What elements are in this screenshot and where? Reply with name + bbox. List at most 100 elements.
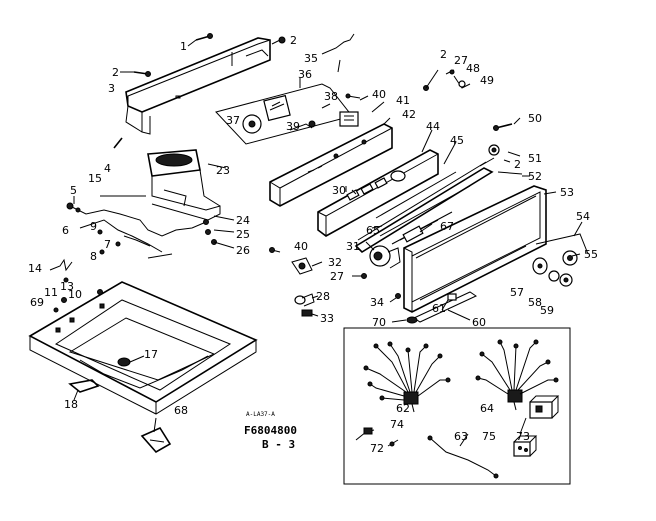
part-screw-34 (395, 293, 401, 299)
part-wire-harness-15 (66, 202, 217, 259)
part-hardware-48-49 (423, 69, 471, 91)
callout-49: 49 (480, 74, 494, 87)
callout-61: 61 (432, 302, 446, 315)
callout-55: 55 (584, 248, 598, 261)
callout-7: 7 (104, 238, 111, 251)
part-bracket-32 (269, 247, 367, 279)
callout-59: 59 (540, 304, 554, 317)
callout-31: 31 (346, 240, 360, 253)
callout-52: 52 (528, 170, 542, 183)
page-reference: B - 3 (262, 438, 295, 451)
callout-74: 74 (390, 418, 404, 431)
callout-44: 44 (426, 120, 440, 133)
part-dial-31 (369, 245, 401, 269)
part-wire-63 (429, 437, 497, 477)
callout-25: 25 (236, 228, 250, 241)
callout-38: 38 (324, 90, 338, 103)
callout-13: 13 (60, 280, 74, 293)
callout-75: 75 (482, 430, 496, 443)
part-console-top-cover (125, 37, 271, 135)
callout-36: 36 (298, 68, 312, 81)
callout-33: 33 (320, 312, 334, 325)
part-wire-35 (321, 33, 355, 55)
callout-17: 17 (144, 348, 158, 361)
callout-11: 11 (44, 286, 58, 299)
callout-9: 9 (90, 220, 97, 233)
part-harness-64 (475, 339, 559, 403)
callout-50: 50 (528, 112, 542, 125)
callout-4: 4 (104, 162, 111, 175)
part-timer-bracket (215, 83, 353, 145)
callout-54: 54 (576, 210, 590, 223)
callout-27: 27 (330, 270, 344, 283)
callout-14: 14 (28, 262, 42, 275)
part-rod-4 (113, 137, 123, 149)
callout-62: 62 (396, 402, 410, 415)
callout-39: 39 (286, 120, 300, 133)
part-trim-60 (412, 291, 478, 323)
part-fasteners-10-11-69 (53, 289, 103, 313)
callout-53: 53 (560, 186, 574, 199)
part-front-panel (403, 185, 547, 313)
callout-2: 2 (112, 66, 119, 79)
part-cap-70 (406, 316, 418, 324)
callout-40: 40 (372, 88, 386, 101)
callout-60: 60 (472, 316, 486, 329)
part-box-75 (513, 435, 538, 457)
callout-67: 67 (440, 220, 454, 233)
callout-18: 18 (64, 398, 78, 411)
callout-8: 8 (90, 250, 97, 263)
callout-68: 68 (174, 404, 188, 417)
callout-37: 37 (226, 114, 240, 127)
part-bracket-68 (140, 426, 172, 454)
part-harness-62 (363, 341, 451, 405)
part-receptacle-23 (147, 149, 221, 221)
part-inner-bracket (351, 171, 471, 245)
callout-2: 2 (440, 48, 447, 61)
callout-30: 30 (332, 184, 346, 197)
callout-27: 27 (454, 54, 468, 67)
callout-2: 2 (290, 34, 297, 47)
callout-6: 6 (62, 224, 69, 237)
callout-23: 23 (216, 164, 230, 177)
callout-10: 10 (68, 288, 82, 301)
callout-64: 64 (480, 402, 494, 415)
callout-24: 24 (236, 214, 250, 227)
part-box-73 (529, 395, 560, 419)
part-knob-28 (294, 293, 315, 317)
callout-73: 73 (516, 430, 530, 443)
harness-inset-box (343, 327, 571, 485)
callout-42: 42 (402, 108, 416, 121)
part-switch-41 (339, 93, 361, 127)
callout-labels: 1 2 2 3 35 36 37 38 39 40 41 42 2 27 48 … (28, 34, 598, 455)
callout-65: 65 (366, 224, 380, 237)
part-screws-top (120, 33, 286, 77)
callout-51: 51 (528, 152, 542, 165)
callout-15: 15 (88, 172, 102, 185)
small-reference-code: A-LA37-A (246, 411, 275, 418)
callout-70: 70 (372, 316, 386, 329)
part-clips-13-14 (49, 258, 73, 283)
callout-26: 26 (236, 244, 250, 257)
model-code: F6804800 (244, 424, 297, 437)
drawing-reference: A-LA37-A F6804800 B - 3 (244, 411, 297, 451)
callout-3: 3 (108, 82, 115, 95)
callout-58: 58 (528, 296, 542, 309)
callout-32: 32 (328, 256, 342, 269)
callout-2: 2 (514, 158, 521, 171)
callout-72: 72 (370, 442, 384, 455)
part-display-panel (317, 149, 439, 237)
callout-35: 35 (304, 52, 318, 65)
part-knobs-55-59 (532, 233, 589, 287)
callout-48: 48 (466, 62, 480, 75)
callout-40: 40 (294, 240, 308, 253)
callout-41: 41 (396, 94, 410, 107)
callout-28: 28 (316, 290, 330, 303)
callout-34: 34 (370, 296, 384, 309)
callout-57: 57 (510, 286, 524, 299)
leader-lines (73, 59, 583, 447)
part-hinge-18 (68, 379, 100, 393)
part-clips-72-74 (355, 427, 399, 447)
callout-45: 45 (450, 134, 464, 147)
